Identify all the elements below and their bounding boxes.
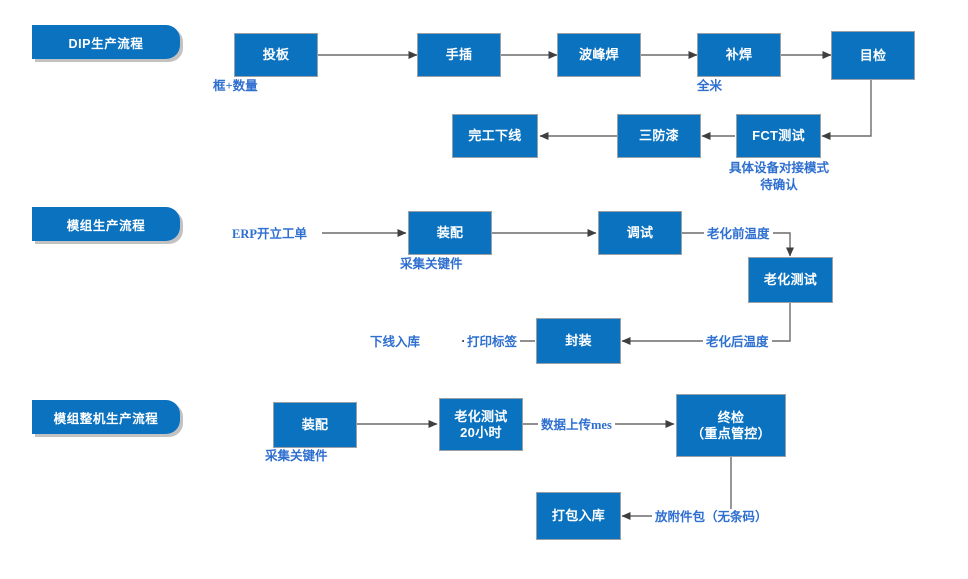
node-buhan-label: 补焊 [725, 47, 753, 63]
node-toupan-label: 投板 [262, 47, 290, 63]
node-mod-fengzhuang-label: 封装 [565, 333, 592, 349]
node-wangong-label: 完工下线 [468, 128, 522, 144]
node-whl-laohua[interactable]: 老化测试 20小时 [439, 398, 523, 451]
node-whl-dabao[interactable]: 打包入库 [536, 492, 621, 540]
annotation-xiaxian-ruku: 下线入库 [370, 335, 421, 349]
node-whl-zhuangpei[interactable]: 装配 [273, 402, 357, 448]
node-whl-zhongjian-lines: 终检 （重点管控） [691, 410, 771, 442]
node-mujian[interactable]: 目检 [831, 31, 915, 80]
node-whl-dabao-label: 打包入库 [551, 508, 606, 524]
node-mod-fengzhuang[interactable]: 封装 [536, 318, 621, 364]
node-mod-laohua[interactable]: 老化测试 [748, 257, 833, 303]
lane-label-module-text: 模组生产流程 [66, 218, 146, 233]
node-whl-zhuangpei-label: 装配 [301, 417, 329, 433]
lane-label-dip-text: DIP生产流程 [68, 36, 144, 51]
node-mujian-label: 目检 [859, 47, 887, 63]
node-fct[interactable]: FCT测试 [736, 114, 821, 158]
annotation-shuju-shangchuan-mes: 数据上传mes [538, 417, 615, 434]
node-fct-label: FCT测试 [752, 128, 805, 144]
annotation-fct-note-line1: 具体设备对接模式 [728, 161, 829, 175]
annotation-whl-caiji: 采集关键件 [265, 449, 328, 463]
node-bofenghan-label: 波峰焊 [579, 47, 619, 63]
lane-label-wholemachine-text: 模组整机生产流程 [53, 411, 159, 426]
node-buhan[interactable]: 补焊 [697, 33, 781, 77]
edge-whl-zhongjian-dabao [621, 457, 732, 520]
node-whl-laohua-label-line1: 老化测试 [454, 408, 508, 424]
node-whl-zhongjian[interactable]: 终检 （重点管控） [676, 394, 786, 457]
node-whl-laohua-lines: 老化测试 20小时 [454, 409, 507, 441]
node-whl-zhongjian-label-line1: 终检 [717, 409, 745, 425]
node-mod-zhuangpei-label: 装配 [436, 225, 464, 241]
node-sanfangqi-label: 三防漆 [639, 128, 679, 144]
lane-label-wholemachine[interactable]: 模组整机生产流程 [32, 400, 180, 434]
annotation-kuang-shuliang: 框+数量 [213, 79, 258, 93]
node-mod-tiaoshi[interactable]: 调试 [598, 211, 682, 255]
node-mod-laohua-label: 老化测试 [763, 272, 818, 288]
lane-label-dip[interactable]: DIP生产流程 [32, 25, 180, 59]
annotation-fct-note-line2: 待确认 [760, 178, 798, 192]
node-whl-zhongjian-label-line2: （重点管控） [691, 425, 771, 441]
lane-label-module[interactable]: 模组生产流程 [32, 207, 180, 241]
edge-laohua-fengzhuang [621, 302, 791, 345]
node-toupan[interactable]: 投板 [234, 33, 318, 77]
annotation-laohua-qian-wendu: 老化前温度 [704, 226, 773, 243]
node-mod-zhuangpei[interactable]: 装配 [408, 211, 492, 255]
node-bofenghan[interactable]: 波峰焊 [557, 33, 641, 77]
node-shouchai[interactable]: 手插 [417, 33, 501, 77]
annotation-quanmi: 全米 [697, 79, 723, 93]
edge-mujian-fct [821, 80, 872, 140]
annotation-mod-caiji: 采集关键件 [400, 257, 463, 271]
annotation-fang-fujianbao: 放附件包（无条码） [652, 509, 771, 526]
annotation-laohua-hou-wendu: 老化后温度 [703, 334, 772, 351]
node-shouchai-label: 手插 [445, 47, 473, 63]
node-wangong[interactable]: 完工下线 [452, 114, 538, 158]
annotation-erp-order: ERP开立工单 [232, 227, 308, 241]
node-sanfangqi[interactable]: 三防漆 [617, 114, 701, 158]
node-whl-laohua-label-line2: 20小时 [460, 424, 502, 440]
node-mod-tiaoshi-label: 调试 [626, 225, 654, 241]
annotation-dayin-biaoqian: 打印标签 [464, 334, 521, 351]
